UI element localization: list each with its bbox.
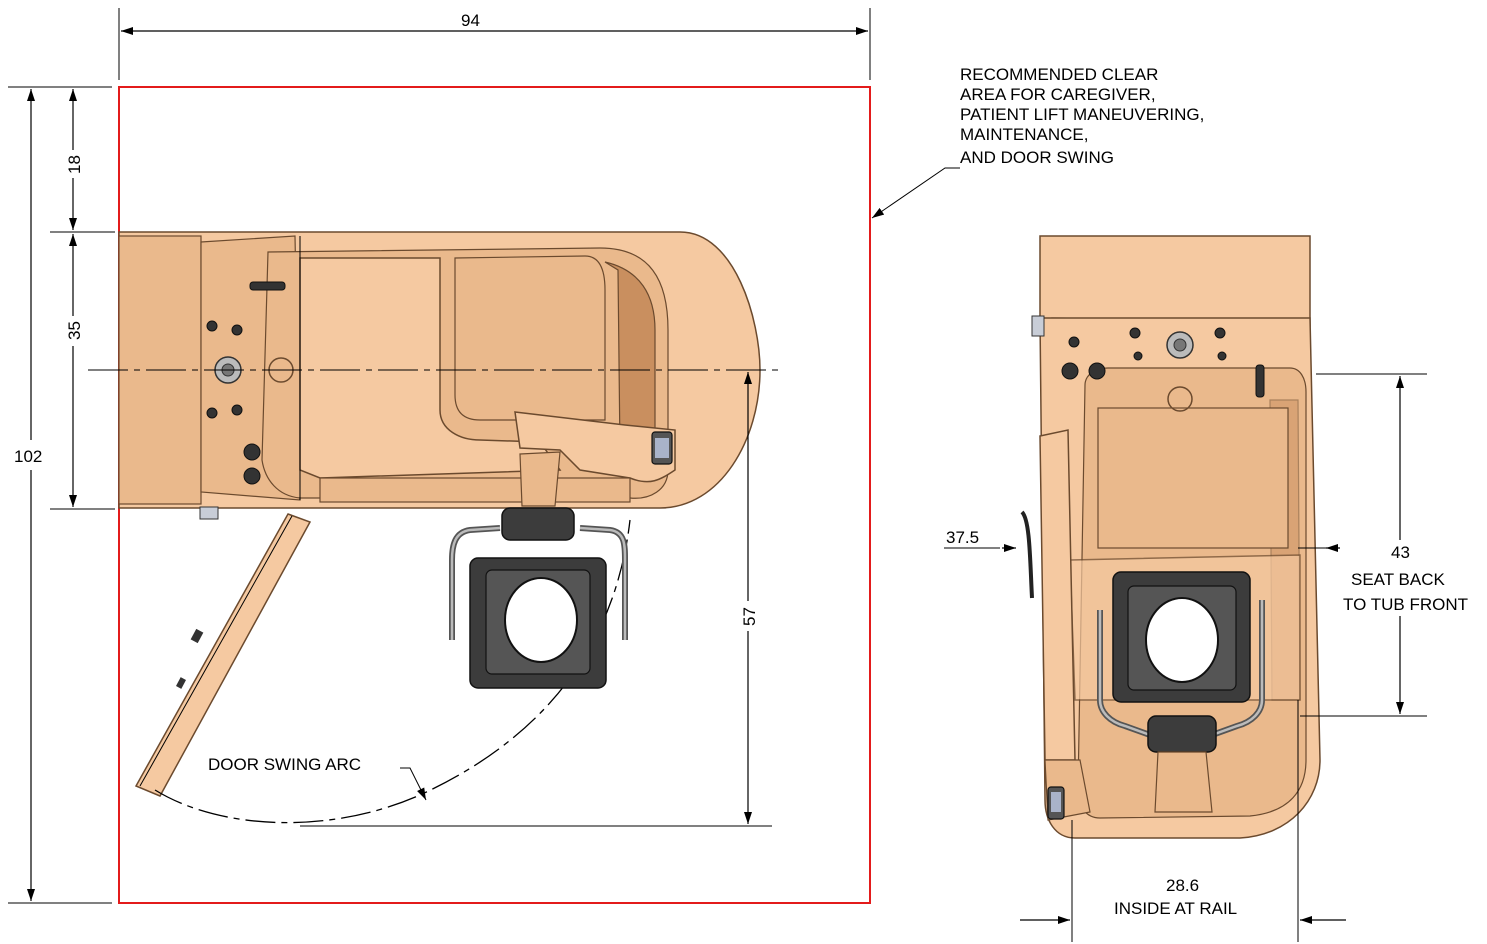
swing-depth-label: 57: [740, 607, 759, 626]
clear-area-line-2: AREA FOR CAREGIVER,: [960, 85, 1156, 104]
transfer-seat-plan: [449, 451, 628, 689]
dimension-seat-offset: 37.5: [944, 528, 1355, 552]
clear-area-line-1: RECOMMENDED CLEAR: [960, 65, 1158, 84]
rail-width-label: INSIDE AT RAIL: [1114, 899, 1237, 918]
clear-area-note: RECOMMENDED CLEAR AREA FOR CAREGIVER, PA…: [871, 65, 1204, 219]
dimension-seat-back: 43 SEAT BACK TO TUB FRONT: [1300, 373, 1474, 717]
seat-back-line-2: TO TUB FRONT: [1343, 595, 1468, 614]
dimension-rail-width: 28.6 INSIDE AT RAIL: [1020, 700, 1346, 942]
seat-offset-label: 37.5: [946, 528, 979, 547]
dimension-tub-depth: 35: [50, 234, 115, 510]
clear-area-line-5: AND DOOR SWING: [960, 148, 1114, 167]
seat-back-value: 43: [1391, 543, 1410, 562]
tub-depth-label: 35: [65, 321, 84, 340]
dimension-swing-depth: 57: [300, 372, 772, 827]
clear-area-line-3: PATIENT LIFT MANEUVERING,: [960, 105, 1204, 124]
dimension-top-clearance: 18: [50, 89, 115, 233]
dimension-overall-width: 94: [118, 8, 871, 80]
tub-door-open: [134, 513, 312, 797]
overall-depth-label: 102: [14, 447, 42, 466]
dimension-overall-depth: 102: [8, 86, 112, 904]
rail-width-value: 28.6: [1166, 876, 1199, 895]
door-swing-label: DOOR SWING ARC: [208, 755, 361, 774]
transfer-seat-front: [1097, 571, 1265, 813]
top-clearance-label: 18: [65, 155, 84, 174]
seat-back-line-1: SEAT BACK: [1351, 570, 1446, 589]
clear-area-line-4: MAINTENANCE,: [960, 125, 1088, 144]
tub-plan-view: [118, 231, 761, 520]
overall-width-label: 94: [461, 11, 480, 30]
